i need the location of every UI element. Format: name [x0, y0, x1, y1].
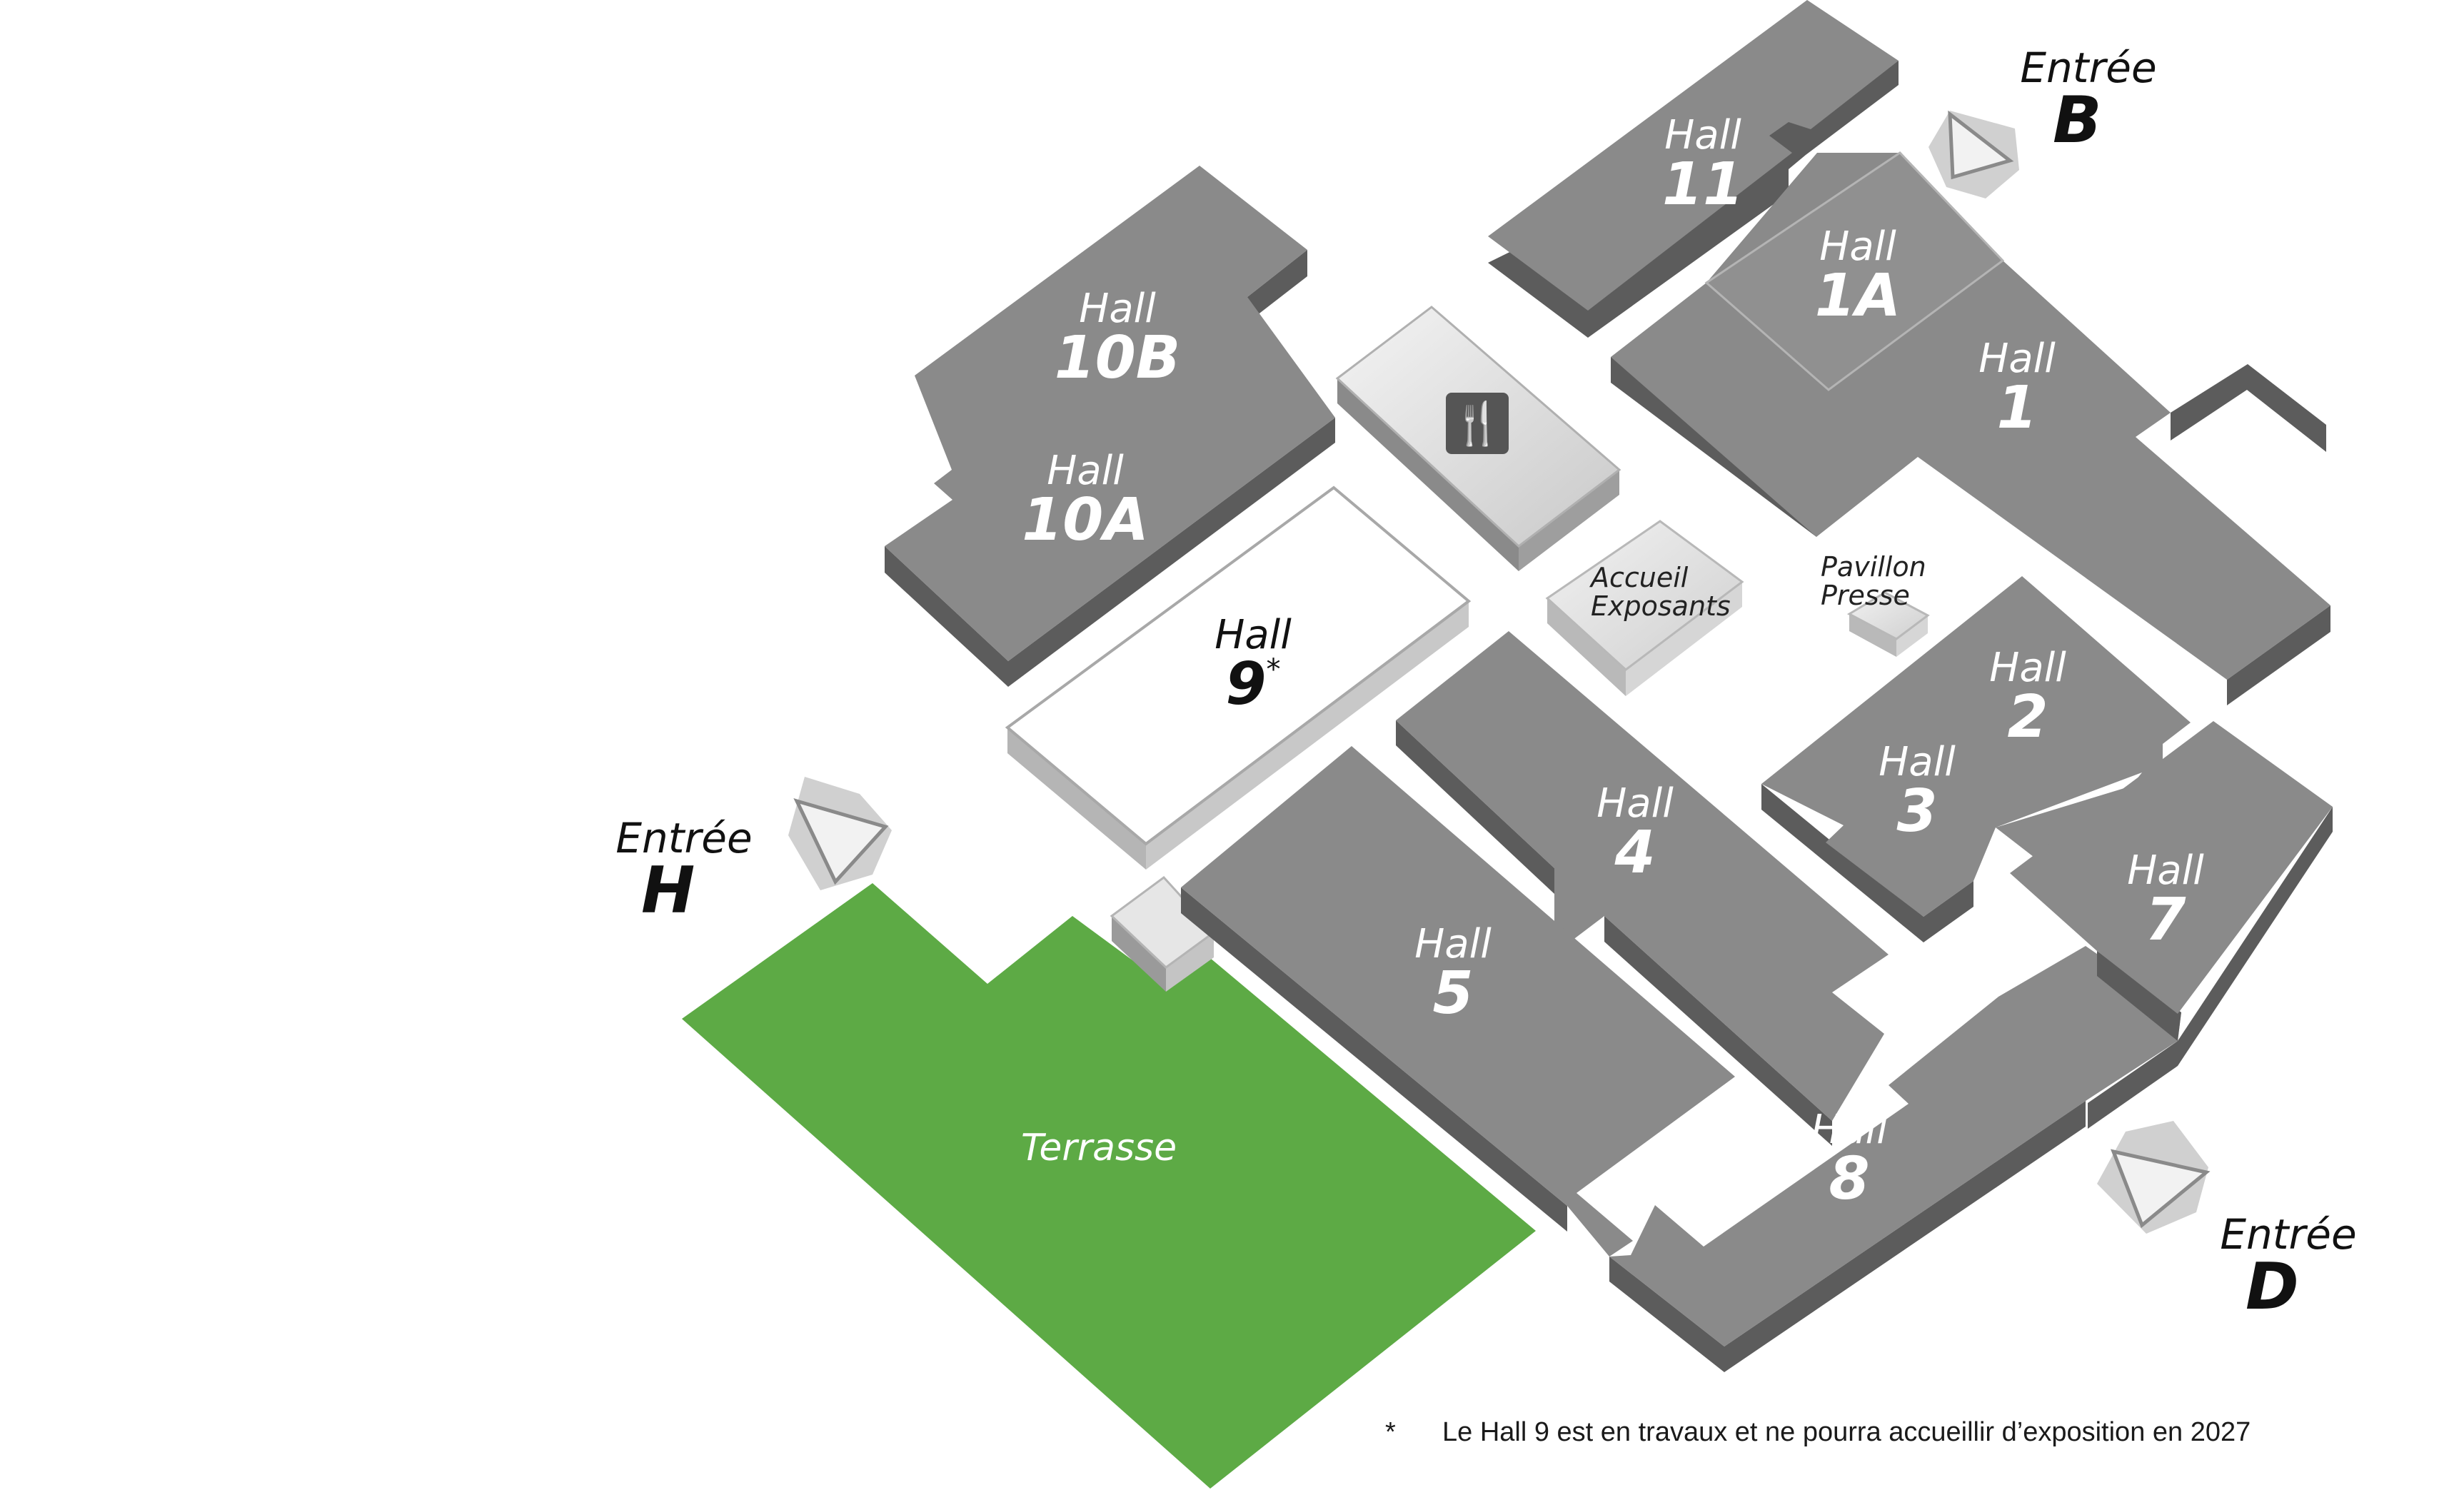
terrasse-area[interactable]: [682, 883, 1536, 1489]
hall-11-block[interactable]: [1488, 0, 1899, 338]
hall-7-word: Hall: [2127, 847, 2204, 894]
hall-4-word: Hall: [1596, 780, 1674, 827]
hall-11-number: 11: [1661, 151, 1744, 218]
hall-1a-number: 1A: [1814, 262, 1901, 330]
accueil-line2: Exposants: [1591, 590, 1731, 622]
hall-2-label: Hall 2: [1981, 648, 2074, 747]
hall-10a-number: 10A: [1022, 486, 1149, 554]
hall-8-label: Hall 8: [1803, 1110, 1896, 1209]
entrance-h-word: Entrée: [615, 814, 753, 862]
hall-4-number: 4: [1614, 819, 1656, 887]
fork-knife-icon: 🍴: [1452, 399, 1504, 448]
accueil-exposants-block[interactable]: [1545, 520, 1744, 696]
entrance-b-word: Entrée: [2020, 44, 2157, 92]
pavillon-presse-label: Pavillon Presse: [1821, 553, 1926, 610]
hall-10b-label: Hall 10B: [1053, 289, 1182, 388]
footnote: * Le Hall 9 est en travaux et ne pourra a…: [1385, 1417, 2251, 1448]
entrance-b-marker[interactable]: [1929, 110, 2019, 198]
hall-2-number: 2: [2007, 683, 2048, 751]
entrance-h-letter: H: [641, 853, 695, 928]
hall-3-word: Hall: [1879, 739, 1956, 785]
hall-10b-number: 10B: [1054, 324, 1181, 392]
entrance-d-label: Entrée D: [2203, 1214, 2374, 1319]
hall-9-block[interactable]: [1005, 485, 1472, 870]
hall-11-label: Hall 11: [1656, 116, 1749, 214]
restaurant-icon-bg: [1446, 393, 1509, 454]
gate-block[interactable]: [1110, 875, 1216, 992]
footnote-marker: *: [1385, 1417, 1396, 1447]
hall-5-label: Hall 5: [1407, 925, 1499, 1023]
hall-4-label: Hall 4: [1589, 784, 1681, 882]
hall-1-block[interactable]: [1611, 151, 2330, 705]
entrance-h-marker[interactable]: [788, 777, 892, 890]
hall-2-word: Hall: [1989, 645, 2066, 691]
restaurant-block[interactable]: [1335, 306, 1621, 571]
hall-7-label: Hall 7: [2119, 851, 2212, 950]
entrance-b-label: Entrée B: [2003, 47, 2174, 153]
hall-5-8-block[interactable]: [1181, 746, 2181, 1372]
entrance-d-marker[interactable]: [2097, 1121, 2211, 1234]
entrance-d-word: Entrée: [2220, 1210, 2357, 1259]
footnote-text: Le Hall 9 est en travaux et ne pourra ac…: [1442, 1417, 2251, 1447]
terrasse-label: Terrasse: [1021, 1127, 1177, 1169]
hall-11-word: Hall: [1664, 112, 1741, 158]
hall-4-block[interactable]: [1396, 631, 1889, 1146]
hall-1a-label: Hall 1A: [1811, 227, 1904, 326]
hall-5-number: 5: [1432, 960, 1474, 1027]
accueil-exposants-label: Accueil Exposants: [1591, 562, 1731, 622]
pavillon-line1: Pavillon: [1821, 551, 1926, 583]
hall-9-number: 9: [1225, 650, 1267, 718]
hall-8-word: Hall: [1811, 1107, 1888, 1153]
pavillon-presse-block[interactable]: [1846, 591, 1930, 657]
hall-1a-word: Hall: [1819, 223, 1896, 270]
entrance-b-letter: B: [2053, 83, 2102, 158]
hall-3-label: Hall 3: [1871, 743, 1963, 841]
hall-10a-word: Hall: [1047, 448, 1124, 494]
hall-1-label: Hall 1: [1971, 339, 2063, 438]
hall-10-block[interactable]: [885, 166, 1335, 687]
hall-10b-word: Hall: [1079, 286, 1156, 332]
hall-5-word: Hall: [1414, 921, 1492, 967]
entrance-d-letter: D: [2246, 1249, 2299, 1324]
hall-9-label: Hall 9*: [1203, 615, 1303, 714]
hall-7-block[interactable]: [2010, 721, 2333, 1066]
hall-10a-label: Hall 10A: [1021, 451, 1150, 550]
accueil-line1: Accueil: [1591, 562, 1689, 593]
hall-1-word: Hall: [1978, 336, 2056, 382]
hall-3-number: 3: [1896, 777, 1938, 845]
hall-1-number: 1: [1996, 374, 2038, 442]
hall-8-number: 8: [1829, 1145, 1870, 1213]
hall-9-word: Hall: [1215, 612, 1292, 658]
pavillon-line2: Presse: [1821, 579, 1910, 611]
hall-7-number: 7: [2145, 886, 2186, 954]
hall-9-asterisk: *: [1266, 653, 1281, 686]
entrance-h-label: Entrée H: [598, 817, 770, 923]
